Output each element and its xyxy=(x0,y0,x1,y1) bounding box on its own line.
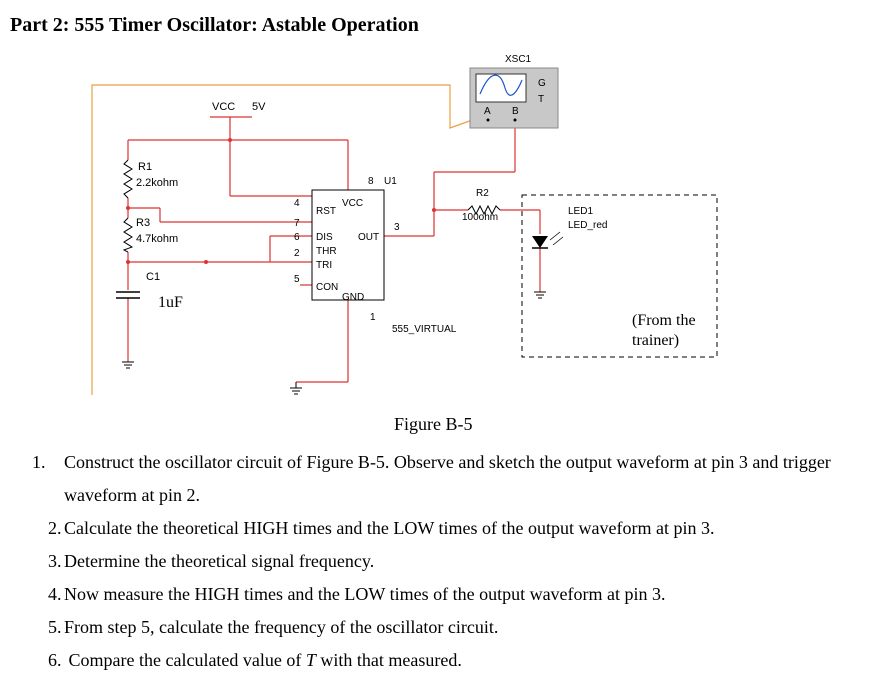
figure-caption: Figure B-5 xyxy=(394,414,473,434)
svg-text:2: 2 xyxy=(294,248,300,259)
resistor-r2: R2 100ohm xyxy=(462,188,501,223)
list-item: 4.Now measure the HIGH times and the LOW… xyxy=(48,584,666,604)
resistor-r3: R3 4.7kohm xyxy=(122,217,178,253)
svg-text:XSC1: XSC1 xyxy=(505,54,532,65)
svg-text:3: 3 xyxy=(394,222,400,233)
svg-text:trainer): trainer) xyxy=(632,332,679,349)
svg-text:1uF: 1uF xyxy=(158,294,183,311)
svg-text:GND: GND xyxy=(342,292,364,303)
svg-text:2.2kohm: 2.2kohm xyxy=(136,177,178,189)
svg-text:4: 4 xyxy=(294,198,300,209)
svg-text:A: A xyxy=(484,106,491,117)
list-item: 2.Calculate the theoretical HIGH times a… xyxy=(48,518,715,538)
vcc-symbol: VCC 5V xyxy=(126,101,436,264)
ground-symbols xyxy=(122,291,546,395)
list-item: 5.From step 5, calculate the frequency o… xyxy=(48,617,499,637)
list-item: 6. Compare the calculated value of T wit… xyxy=(48,650,462,670)
svg-text:R1: R1 xyxy=(138,161,152,173)
svg-text:555_VIRTUAL: 555_VIRTUAL xyxy=(392,324,457,335)
svg-text:100ohm: 100ohm xyxy=(462,212,498,223)
timer-555-u1: RST VCC DIS THR TRI CON GND OUT 4 7 6 2 … xyxy=(294,176,457,335)
svg-text:VCC: VCC xyxy=(212,101,235,113)
svg-text:CON: CON xyxy=(316,282,338,293)
svg-text:4.7kohm: 4.7kohm xyxy=(136,233,178,245)
svg-text:R3: R3 xyxy=(136,217,150,229)
list-item: 3.Determine the theoretical signal frequ… xyxy=(48,551,375,571)
oscilloscope-xsc1: XSC1 A B G T xyxy=(469,54,559,129)
trainer-box: (From the trainer) xyxy=(521,194,718,358)
svg-text:LED_red: LED_red xyxy=(568,220,607,231)
circuit-diagram: VCC 5V R1 2.2kohm R3 4.7kohm C1 1uF xyxy=(91,54,718,395)
svg-text:C1: C1 xyxy=(146,271,160,283)
circuit-wires xyxy=(127,116,541,383)
svg-text:R2: R2 xyxy=(476,188,489,199)
svg-text:1: 1 xyxy=(370,312,376,323)
section-heading: Part 2: 555 Timer Oscillator: Astable Op… xyxy=(10,14,419,36)
svg-text:U1: U1 xyxy=(384,176,397,187)
svg-text:(From the: (From the xyxy=(632,312,696,329)
svg-text:LED1: LED1 xyxy=(568,206,593,217)
steps-list: 1.Construct the oscillator circuit of Fi… xyxy=(32,446,868,677)
svg-text:T: T xyxy=(538,94,544,105)
capacitor-c1: C1 1uF xyxy=(116,271,183,311)
svg-text:G: G xyxy=(538,78,546,89)
svg-text:B: B xyxy=(512,106,519,117)
led-1: LED1 LED_red xyxy=(532,206,607,249)
svg-text:6: 6 xyxy=(294,232,300,243)
svg-text:5V: 5V xyxy=(252,101,266,113)
list-item: 1.Construct the oscillator circuit of Fi… xyxy=(32,452,831,505)
svg-text:DIS: DIS xyxy=(316,232,333,243)
resistor-r1: R1 2.2kohm xyxy=(123,159,178,199)
svg-text:OUT: OUT xyxy=(358,232,379,243)
svg-text:VCC: VCC xyxy=(342,198,363,209)
svg-text:THR: THR xyxy=(316,246,337,257)
svg-text:7: 7 xyxy=(294,218,300,229)
svg-text:RST: RST xyxy=(316,206,336,217)
svg-text:5: 5 xyxy=(294,274,300,285)
svg-text:TRI: TRI xyxy=(316,260,332,271)
scope-probe-wire xyxy=(91,84,479,395)
svg-text:8: 8 xyxy=(368,176,374,187)
